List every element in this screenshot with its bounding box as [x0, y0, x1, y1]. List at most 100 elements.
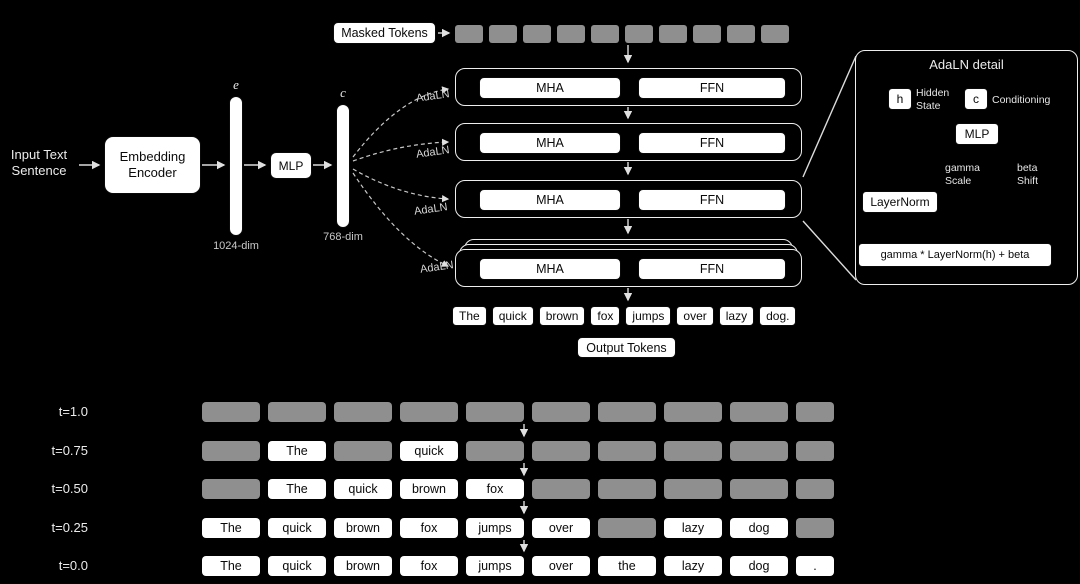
mha-box: MHA [479, 189, 621, 211]
ffn-box: FFN [638, 258, 786, 280]
masked-token [532, 441, 590, 461]
c-label: c [340, 85, 346, 100]
timestep-label: t=0.0 [58, 558, 88, 573]
timestep-label: t=1.0 [58, 404, 88, 419]
ffn-box: FFN [638, 132, 786, 154]
masked-token [557, 25, 585, 43]
output-token: brown [538, 306, 586, 326]
masked-token [598, 441, 656, 461]
word-token: quick [268, 518, 326, 538]
masked-token [796, 402, 834, 422]
masked-token [334, 402, 392, 422]
word-token: quick [268, 556, 326, 576]
masked-token [489, 25, 517, 43]
timestep-label: t=0.25 [51, 520, 88, 535]
word-token: quick [334, 479, 392, 499]
masked-token [730, 441, 788, 461]
embedding-encoder-box: Embedding Encoder [104, 136, 201, 194]
input-text-label: Input Text Sentence [10, 147, 68, 179]
word-token: the [598, 556, 656, 576]
conditioning-caption: Conditioning [992, 94, 1051, 106]
masked-token [466, 402, 524, 422]
layernorm-box: LayerNorm [862, 191, 938, 213]
word-token: jumps [466, 556, 524, 576]
masked-token [598, 479, 656, 499]
detail-mlp-box: MLP [955, 123, 999, 145]
word-token: over [532, 518, 590, 538]
output-token: dog. [759, 306, 797, 326]
masked-token [664, 441, 722, 461]
masked-tokens-row [455, 25, 789, 43]
mlp-box: MLP [270, 152, 312, 179]
beta-shift-label: beta Shift [1017, 162, 1039, 188]
timeline-token-row [202, 402, 834, 422]
word-token: dog [730, 518, 788, 538]
output-token: over [676, 306, 714, 326]
masked-token [532, 402, 590, 422]
masked-token [334, 441, 392, 461]
masked-token [598, 518, 656, 538]
word-token: brown [400, 479, 458, 499]
transformer-block-1: MHA FFN [455, 68, 802, 106]
ffn-box: FFN [638, 189, 786, 211]
output-tokens-label: Output Tokens [577, 337, 676, 358]
output-token: quick [491, 306, 534, 326]
c-dim-label: 768-dim [323, 231, 363, 243]
mha-box: MHA [479, 258, 621, 280]
word-token: The [202, 556, 260, 576]
word-token: fox [400, 556, 458, 576]
word-token: The [268, 479, 326, 499]
conditioning-box: c [964, 88, 988, 110]
embedding-encoder-label: Embedding Encoder [119, 148, 186, 180]
masked-token [730, 479, 788, 499]
masked-token [268, 402, 326, 422]
word-token: lazy [664, 556, 722, 576]
masked-token [598, 402, 656, 422]
transformer-block-2: MHA FFN [455, 123, 802, 161]
word-token: jumps [466, 518, 524, 538]
hidden-state-box: h [888, 88, 912, 110]
masked-token [693, 25, 721, 43]
mha-box: MHA [479, 77, 621, 99]
word-token: brown [334, 518, 392, 538]
ffn-box: FFN [638, 77, 786, 99]
masked-token [532, 479, 590, 499]
word-token: dog [730, 556, 788, 576]
mha-box: MHA [479, 132, 621, 154]
masked-token [727, 25, 755, 43]
word-token: quick [400, 441, 458, 461]
output-token: The [452, 306, 487, 326]
output-token: fox [590, 306, 621, 326]
masked-token [664, 479, 722, 499]
masked-token [591, 25, 619, 43]
word-token: fox [400, 518, 458, 538]
word-token: brown [334, 556, 392, 576]
masked-token [202, 441, 260, 461]
masked-token [625, 25, 653, 43]
hidden-state-caption: Hidden State [916, 87, 950, 113]
masked-token [455, 25, 483, 43]
masked-token [400, 402, 458, 422]
masked-token [796, 441, 834, 461]
masked-token [664, 402, 722, 422]
embedding-vector-bar [229, 96, 243, 236]
word-token: lazy [664, 518, 722, 538]
adaln-formula-box: gamma * LayerNorm(h) + beta [858, 243, 1052, 267]
masked-token [659, 25, 687, 43]
word-token: The [202, 518, 260, 538]
masked-token [523, 25, 551, 43]
timestep-label: t=0.75 [51, 443, 88, 458]
output-token: lazy [718, 306, 755, 326]
e-label: e [233, 77, 239, 92]
transformer-block-3: MHA FFN [455, 180, 802, 218]
